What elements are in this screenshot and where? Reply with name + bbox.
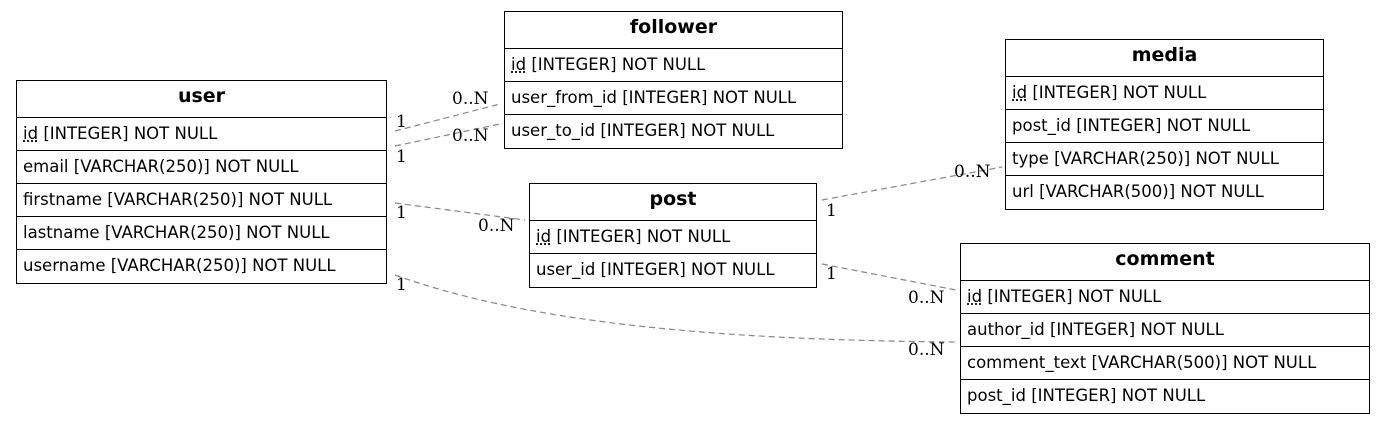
field-type: [INTEGER] NOT NULL [556,227,731,246]
entity-user[interactable]: user id [INTEGER] NOT NULL email [VARCHA… [16,80,387,284]
field-name: url [1012,182,1034,201]
field-row-id: id [INTEGER] NOT NULL [505,49,842,82]
field-name: post_id [967,386,1026,405]
link-user-comment [394,274,957,343]
card-user-follower-from-from: 1 [396,112,407,132]
entity-follower[interactable]: follower id [INTEGER] NOT NULL user_from… [504,11,843,149]
field-type: [INTEGER] NOT NULL [531,55,706,74]
primary-key-name: id [967,287,983,306]
field-row-firstname: firstname [VARCHAR(250)] NOT NULL [17,184,386,217]
field-name: comment_text [967,353,1087,372]
card-post-media-from: 1 [826,201,837,221]
field-type: [INTEGER] NOT NULL [1049,320,1224,339]
primary-key-name: id [23,124,39,143]
field-type: [VARCHAR(250)] NOT NULL [110,256,336,275]
field-type: [INTEGER] NOT NULL [1032,83,1207,102]
field-row-post-id: post_id [INTEGER] NOT NULL [1006,110,1323,143]
field-row-post-id: post_id [INTEGER] NOT NULL [961,380,1369,413]
field-type: [VARCHAR(250)] NOT NULL [104,223,330,242]
field-row-user-from-id: user_from_id [INTEGER] NOT NULL [505,82,842,115]
field-name: user_id [536,260,596,279]
link-post-comment [821,263,957,291]
entity-post[interactable]: post id [INTEGER] NOT NULL user_id [INTE… [529,183,817,288]
card-user-comment-from: 1 [396,275,407,295]
card-user-comment-to: 0..N [908,340,945,360]
field-row-email: email [VARCHAR(250)] NOT NULL [17,151,386,184]
field-name: author_id [967,320,1045,339]
primary-key-name: id [1012,83,1028,102]
entity-title: user [17,81,386,118]
field-row-id: id [INTEGER] NOT NULL [530,221,816,254]
card-post-media-to: 0..N [954,162,991,182]
link-user-follower-from [394,103,501,132]
entity-title: post [530,184,816,221]
field-type: [INTEGER] NOT NULL [1076,116,1251,135]
field-name: username [23,256,106,275]
field-type: [INTEGER] NOT NULL [622,88,797,107]
entity-title: comment [961,244,1369,281]
card-user-follower-to-from: 1 [396,147,407,167]
entity-media[interactable]: media id [INTEGER] NOT NULL post_id [INT… [1005,39,1324,210]
primary-key-name: id [511,55,527,74]
field-name: email [23,157,69,176]
field-type: [VARCHAR(500)] NOT NULL [1039,182,1264,201]
field-row-id: id [INTEGER] NOT NULL [17,118,386,151]
field-type: [INTEGER] NOT NULL [600,121,775,140]
field-type: [VARCHAR(250)] NOT NULL [73,157,299,176]
field-row-username: username [VARCHAR(250)] NOT NULL [17,250,386,283]
field-row-id: id [INTEGER] NOT NULL [1006,77,1323,110]
field-row-type: type [VARCHAR(250)] NOT NULL [1006,143,1323,176]
field-name: user_to_id [511,121,596,140]
field-name: lastname [23,223,100,242]
field-name: user_from_id [511,88,617,107]
card-user-follower-from-to: 0..N [452,89,489,109]
field-row-comment-text: comment_text [VARCHAR(500)] NOT NULL [961,347,1369,380]
card-user-post-from: 1 [396,203,407,223]
field-name: type [1012,149,1049,168]
field-row-user-to-id: user_to_id [INTEGER] NOT NULL [505,115,842,148]
field-type: [INTEGER] NOT NULL [1031,386,1206,405]
card-user-post-to: 0..N [478,216,515,236]
card-post-comment-to: 0..N [908,288,945,308]
entity-comment[interactable]: comment id [INTEGER] NOT NULL author_id … [960,243,1370,414]
field-row-url: url [VARCHAR(500)] NOT NULL [1006,176,1323,209]
field-row-user-id: user_id [INTEGER] NOT NULL [530,254,816,287]
field-name: firstname [23,190,103,209]
entity-title: follower [505,12,842,49]
card-post-comment-from: 1 [826,264,837,284]
field-row-author-id: author_id [INTEGER] NOT NULL [961,314,1369,347]
field-row-lastname: lastname [VARCHAR(250)] NOT NULL [17,217,386,250]
link-user-follower-to [394,123,501,147]
entity-title: media [1006,40,1323,77]
field-type: [INTEGER] NOT NULL [987,287,1162,306]
primary-key-name: id [536,227,552,246]
link-post-media [821,166,1003,201]
field-type: [INTEGER] NOT NULL [43,124,218,143]
link-user-post [394,202,526,221]
field-type: [VARCHAR(500)] NOT NULL [1091,353,1317,372]
field-name: post_id [1012,116,1071,135]
card-user-follower-to-to: 0..N [452,126,489,146]
field-row-id: id [INTEGER] NOT NULL [961,281,1369,314]
field-type: [VARCHAR(250)] NOT NULL [107,190,333,209]
field-type: [INTEGER] NOT NULL [600,260,775,279]
field-type: [VARCHAR(250)] NOT NULL [1054,149,1279,168]
